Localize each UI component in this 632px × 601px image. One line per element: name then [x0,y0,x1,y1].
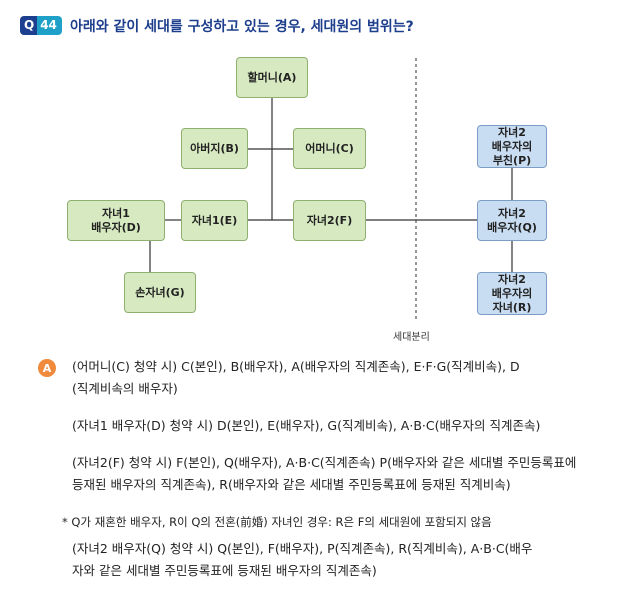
separator-label: 세대분리 [393,332,430,343]
answer-para-3: (자녀2(F) 청약 시) F(본인), Q(배우자), A·B·C(직계존속)… [72,455,577,492]
node-mother: 어머니(C) [293,128,366,169]
node-child2: 자녀2(F) [293,200,366,241]
question-letter: Q [20,16,38,35]
answer-note: * Q가 재혼한 배우자, R이 Q의 전혼(前婚) 자녀인 경우: R은 F의… [62,515,492,529]
answer-para-4: (자녀2 배우자(Q) 청약 시) Q(본인), F(배우자), P(직계존속)… [72,541,533,578]
node-grandmother: 할머니(A) [236,57,308,98]
answer-para-1: (어머니(C) 청약 시) C(본인), B(배우자), A(배우자의 직계존속… [72,359,520,396]
question-title: 아래와 같이 세대를 구성하고 있는 경우, 세대원의 범위는? [70,19,414,35]
node-child1: 자녀1(E) [181,200,248,241]
node-grandchild: 손자녀(G) [124,272,196,313]
question-number: 44 [37,16,62,35]
node-father: 아버지(B) [181,128,248,169]
question-badge: Q 44 [20,16,62,35]
answer-icon: A [38,359,56,377]
answer-para-2: (자녀1 배우자(D) 청약 시) D(본인), E(배우자), G(직계비속)… [72,418,541,433]
